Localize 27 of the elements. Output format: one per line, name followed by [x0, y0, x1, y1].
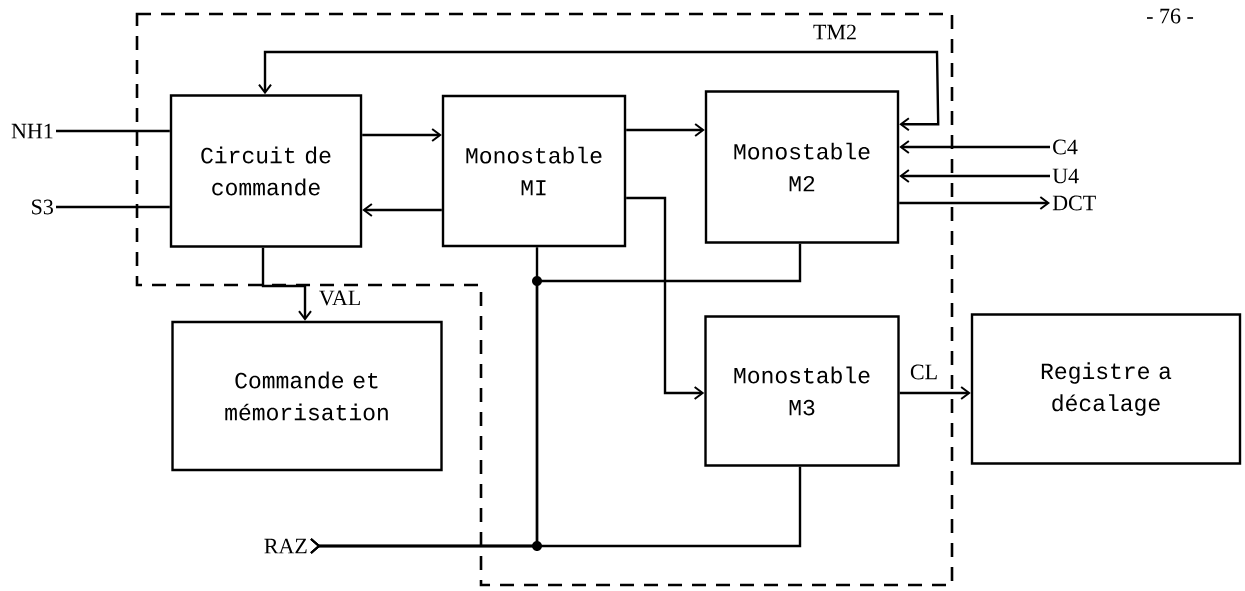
edge-label: CL — [908, 363, 940, 381]
arrow — [899, 169, 1050, 183]
arrow — [899, 386, 971, 400]
block-box: Monostable M3 — [704, 315, 900, 467]
arrow — [626, 123, 705, 137]
block-box: Monostable M2 — [704, 90, 900, 244]
block-box: Commande et mémorisation — [171, 320, 443, 472]
block-box: Monostable MI — [441, 94, 627, 248]
block-box: Registre a décalage — [970, 313, 1242, 465]
signal-label: RAZ — [264, 538, 307, 554]
signal-label: S3 — [32, 199, 53, 215]
edge-label: VAL — [317, 289, 363, 307]
signal-label: DCT — [1052, 195, 1096, 211]
arrow — [258, 50, 940, 132]
arrow — [899, 196, 1050, 210]
arrow — [362, 203, 442, 217]
arrow — [362, 128, 442, 142]
arrow — [310, 466, 802, 554]
signal-label: NH1 — [11, 123, 53, 139]
block-box: Circuit de commande — [169, 94, 363, 248]
arrow — [899, 140, 1050, 154]
edge-label: TM2 — [812, 23, 858, 41]
arrow — [261, 247, 312, 321]
signal-label: U4 — [1052, 168, 1079, 184]
arrow — [626, 196, 705, 400]
page-number: - 76 - — [1147, 8, 1194, 24]
signal-label: C4 — [1053, 139, 1078, 155]
